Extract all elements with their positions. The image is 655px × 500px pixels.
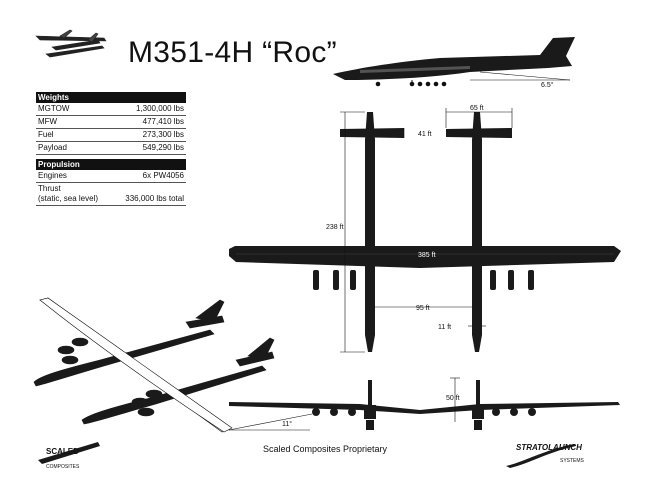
propulsion-header: Propulsion bbox=[36, 159, 186, 170]
weights-label: Payload bbox=[38, 143, 67, 152]
perspective-view bbox=[33, 297, 275, 433]
fuselage-width-label: 11 ft bbox=[438, 324, 451, 331]
thrust-value: 336,000 lbs total bbox=[125, 194, 184, 203]
weights-value: 1,300,000 lbs bbox=[135, 104, 184, 113]
logo-right-line1: STRATOLAUNCH bbox=[516, 443, 582, 452]
stratolaunch-logo: STRATOLAUNCH SYSTEMS bbox=[506, 443, 585, 468]
logo-left-line2: COMPOSITES bbox=[46, 464, 80, 470]
height-label: 50 ft bbox=[446, 395, 460, 402]
tail-span-label: 65 ft bbox=[470, 105, 484, 112]
thrust-label-line1: Thrust bbox=[38, 184, 61, 193]
engines-label: Engines bbox=[38, 171, 67, 180]
fuselage-spacing-label: 95 ft bbox=[416, 305, 430, 312]
engine-pods bbox=[313, 270, 534, 290]
weights-value: 477,410 lbs bbox=[142, 117, 184, 126]
dihedral-label: 11° bbox=[282, 420, 292, 428]
logo-left-line1: SCALED bbox=[46, 447, 79, 456]
plan-view: 385 ft 65 ft 41 ft 238 ft 95 ft 11 ft bbox=[229, 105, 621, 353]
thumbnail-aircraft bbox=[35, 29, 107, 58]
weights-row-payload: Payload 549,290 lbs bbox=[36, 142, 186, 155]
weights-row-mgtow: MGTOW 1,300,000 lbs bbox=[36, 103, 186, 116]
tail-chord-label: 41 ft bbox=[418, 131, 432, 138]
scaled-composites-logo: SCALED COMPOSITES bbox=[38, 442, 100, 470]
weights-value: 549,290 lbs bbox=[142, 143, 184, 152]
page-title: M351-4H “Roc” bbox=[128, 36, 337, 69]
footer-text: Scaled Composites Proprietary bbox=[263, 444, 388, 454]
weights-value: 273,300 lbs bbox=[142, 130, 184, 139]
propulsion-row-engines: Engines 6x PW4056 bbox=[36, 170, 186, 183]
specs-table: Weights MGTOW 1,300,000 lbs MFW 477,410 … bbox=[36, 92, 186, 206]
weights-row-mfw: MFW 477,410 lbs bbox=[36, 116, 186, 129]
thrust-label-line2: (static, sea level) bbox=[38, 194, 99, 203]
engines-value: 6x PW4056 bbox=[142, 171, 184, 180]
wing-span-label: 385 ft bbox=[418, 252, 436, 259]
weights-label: MFW bbox=[38, 117, 58, 126]
side-view: 6.5° bbox=[333, 37, 575, 89]
side-angle-label: 6.5° bbox=[541, 81, 554, 89]
weights-label: MGTOW bbox=[38, 104, 70, 113]
weights-label: Fuel bbox=[38, 130, 54, 139]
weights-row-fuel: Fuel 273,300 lbs bbox=[36, 129, 186, 142]
propulsion-row-thrust: Thrust (static, sea level) 336,000 lbs t… bbox=[36, 183, 186, 206]
front-view: 11° 50 ft bbox=[228, 377, 620, 431]
thrust-label: Thrust (static, sea level) bbox=[38, 184, 98, 204]
logo-right-line2: SYSTEMS bbox=[560, 458, 585, 464]
weights-header: Weights bbox=[36, 92, 186, 103]
length-label: 238 ft bbox=[326, 224, 344, 231]
